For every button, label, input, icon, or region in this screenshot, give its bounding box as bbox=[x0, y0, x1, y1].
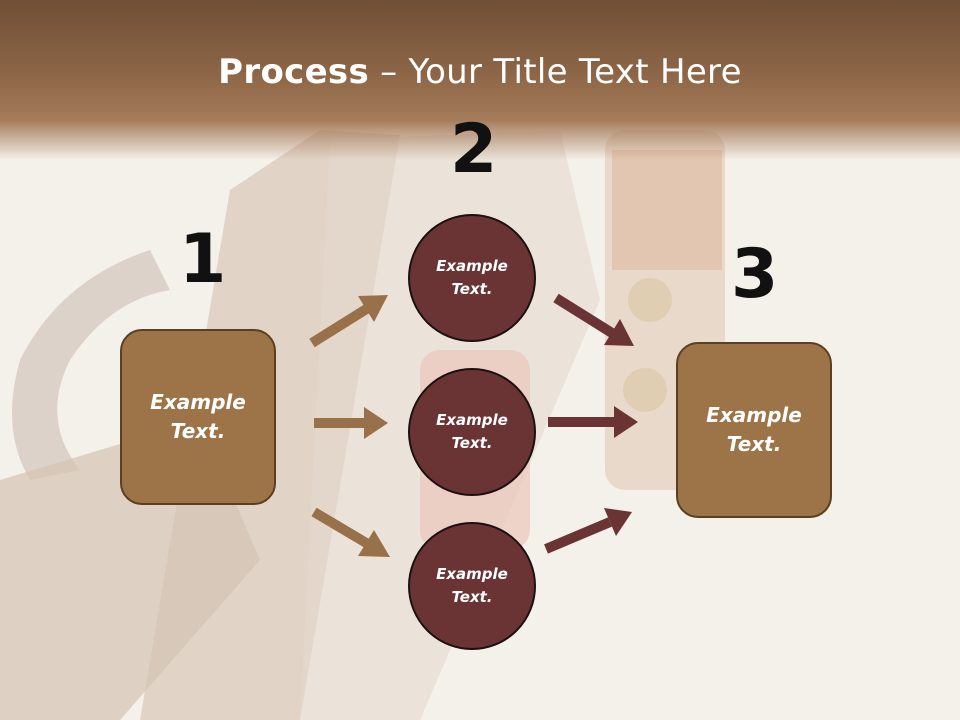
arrow-bottom-to-right bbox=[544, 508, 632, 554]
step-number-1: 1 bbox=[179, 220, 227, 299]
title-rest: – Your Title Text Here bbox=[369, 52, 742, 92]
circle-bottom: Example Text. bbox=[408, 522, 536, 650]
right-box: Example Text. bbox=[676, 342, 832, 518]
circle-top: Example Text. bbox=[408, 214, 536, 342]
step-number-2: 2 bbox=[450, 110, 498, 189]
slide-title: Process – Your Title Text Here bbox=[0, 52, 960, 92]
arrow-left-to-middle bbox=[314, 407, 388, 439]
title-bold: Process bbox=[218, 52, 370, 92]
arrow-middle-to-right bbox=[548, 406, 638, 438]
circle-middle: Example Text. bbox=[408, 368, 536, 496]
arrow-left-to-bottom bbox=[311, 507, 390, 557]
title-band bbox=[0, 0, 960, 160]
left-box: Example Text. bbox=[120, 329, 276, 505]
arrow-top-to-right bbox=[553, 293, 634, 346]
step-number-3: 3 bbox=[731, 235, 779, 314]
arrow-left-to-top bbox=[309, 295, 388, 348]
